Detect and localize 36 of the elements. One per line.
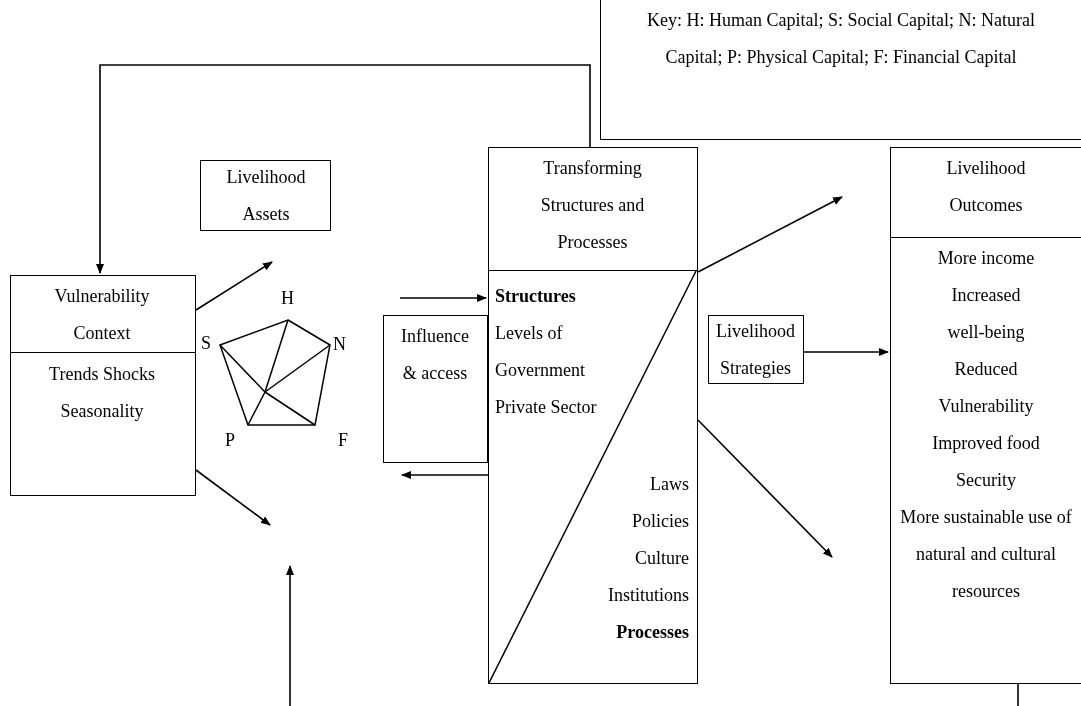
arrow: [697, 196, 843, 273]
arrow: [195, 469, 271, 526]
box-text: Structures Levels of Government Private Sector: [495, 285, 598, 419]
list-item: Reduced Vulnerability: [937, 358, 1035, 418]
arrow: [195, 261, 273, 311]
vertex-label: P: [225, 430, 235, 451]
list-item: More sustainable use of natural and cultural resources: [899, 506, 1073, 603]
box-text: Trends Shocks Seasonality: [48, 363, 156, 423]
box-heading: Livelihood Assets: [225, 166, 307, 226]
vertex-label: H: [281, 288, 294, 309]
vertex-label: F: [338, 430, 348, 451]
framework-box: [600, 0, 1081, 140]
box-text: Laws Policies Culture Institutions Processes: [607, 473, 689, 644]
arrow: [803, 348, 889, 356]
key-text: Key: H: Human Capital; S: Social Capital; N: Natural Capital; P: Physical Capital; F: Financial Capital: [646, 9, 1036, 69]
arrow: [96, 64, 591, 274]
box-heading: Livelihood Outcomes: [945, 157, 1027, 217]
framework-box: [488, 147, 698, 684]
list-item: Improved food Security: [931, 432, 1041, 492]
framework-box: [10, 275, 196, 496]
box-text: Influence & access: [400, 325, 470, 385]
arrow: [401, 471, 489, 479]
vertex-label: S: [201, 333, 211, 354]
vertex-label: N: [333, 334, 346, 355]
list-item: More income: [936, 247, 1036, 270]
framework-box: [708, 315, 804, 384]
box-heading: Transforming Structures and Processes: [539, 157, 646, 254]
framework-box: [890, 147, 1081, 684]
box-heading: Livelihood Strategies: [715, 320, 796, 380]
framework-box: [383, 315, 488, 463]
list-item: Increased well-being: [946, 284, 1026, 344]
arrow: [697, 419, 833, 558]
box-heading: Vulnerability Context: [53, 285, 151, 345]
arrow: [399, 294, 487, 302]
framework-box: [200, 160, 331, 231]
arrow: [286, 565, 1019, 706]
